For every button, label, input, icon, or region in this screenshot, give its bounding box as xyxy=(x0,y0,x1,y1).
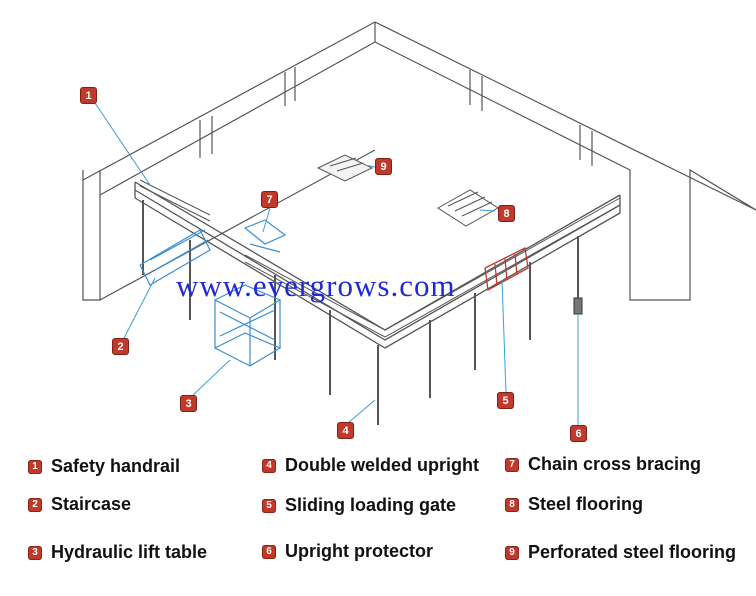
warehouse-walls xyxy=(82,21,756,301)
legend-item-1: 1 Safety handrail xyxy=(28,456,180,477)
steel-grating-shape xyxy=(437,189,499,227)
legend-item-2: 2 Staircase xyxy=(28,494,131,515)
callout-badge-2: 2 xyxy=(112,338,129,355)
sliding-gate-shape xyxy=(484,247,529,292)
legend-item-6: 6 Upright protector xyxy=(262,541,433,562)
legend-item-9: 9 Perforated steel flooring xyxy=(505,542,736,563)
legend-item-3: 3 Hydraulic lift table xyxy=(28,542,207,563)
callout-badge-7: 7 xyxy=(261,191,278,208)
legend-badge: 2 xyxy=(28,497,42,512)
leader-lines xyxy=(94,102,579,425)
legend-badge: 9 xyxy=(505,545,519,560)
legend-badge: 4 xyxy=(262,458,276,473)
legend-label: Upright protector xyxy=(285,541,433,561)
callout-badge-9: 9 xyxy=(375,158,392,175)
upright-protector-shape xyxy=(573,297,583,315)
callout-badge-4: 4 xyxy=(337,422,354,439)
perforated-panel-shape xyxy=(316,154,374,182)
callout-badge-6: 6 xyxy=(570,425,587,442)
legend-badge: 8 xyxy=(505,497,519,512)
legend-badge: 6 xyxy=(262,544,276,559)
callout-badge-5: 5 xyxy=(497,392,514,409)
legend-label: Staircase xyxy=(51,494,132,514)
legend-badge: 1 xyxy=(28,459,42,474)
legend-badge: 7 xyxy=(505,457,519,472)
legend-item-7: 7 Chain cross bracing xyxy=(505,454,701,475)
staircase-shape xyxy=(139,229,211,286)
callout-badge-8: 8 xyxy=(498,205,515,222)
legend-label: Safety handrail xyxy=(51,456,181,476)
legend-label: Chain cross bracing xyxy=(528,454,702,474)
legend-badge: 3 xyxy=(28,545,42,560)
hydraulic-lift-shape xyxy=(213,284,282,367)
legend-label: Sliding loading gate xyxy=(285,495,456,515)
mezzanine-illustration xyxy=(82,21,756,425)
platform-deck xyxy=(134,181,621,349)
callout-badge-1: 1 xyxy=(80,87,97,104)
legend-label: Steel flooring xyxy=(528,494,644,514)
legend-label: Perforated steel flooring xyxy=(528,542,737,562)
legend-item-5: 5 Sliding loading gate xyxy=(262,495,456,516)
callout-badge-3: 3 xyxy=(180,395,197,412)
legend: 1 Safety handrail 2 Staircase 3 Hydrauli… xyxy=(0,446,756,596)
safety-handrail-lines xyxy=(139,179,621,338)
legend-item-4: 4 Double welded upright xyxy=(262,455,479,476)
watermark-text: www.evergrows.com xyxy=(176,268,456,303)
legend-badge: 5 xyxy=(262,498,276,513)
legend-label: Hydraulic lift table xyxy=(51,542,208,562)
chain-bracing-shape xyxy=(243,219,287,253)
legend-label: Double welded upright xyxy=(285,455,479,475)
legend-item-8: 8 Steel flooring xyxy=(505,494,643,515)
